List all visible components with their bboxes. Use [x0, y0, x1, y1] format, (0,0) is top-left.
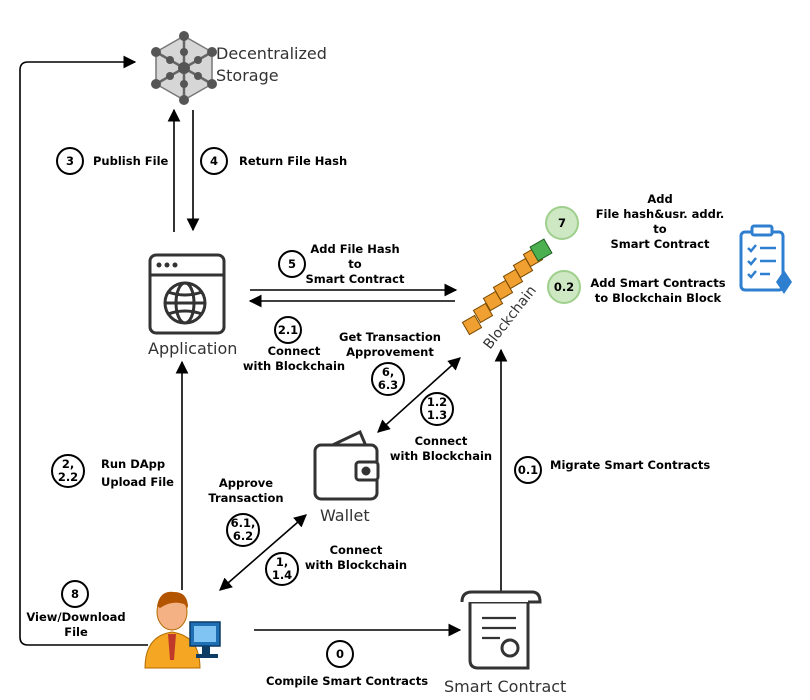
step-num: 0.2	[553, 279, 575, 294]
step-badge-0: 0	[326, 640, 354, 668]
step-num: 2,	[61, 457, 75, 471]
step-num: 1,	[275, 555, 289, 569]
label-line: Connect	[267, 344, 321, 358]
step-num: 2.1	[277, 322, 299, 337]
step-label-publish-file: Publish File	[93, 154, 169, 168]
label-line: Add File Hash	[310, 242, 400, 256]
step-badge-2-2-2: 2, 2.2	[51, 454, 85, 488]
step-label-return-file-hash: Return File Hash	[239, 154, 348, 168]
application-browser-icon	[148, 253, 226, 335]
application-label: Application	[148, 339, 238, 358]
label-line: with Blockchain	[389, 449, 493, 463]
label-line: with Blockchain	[304, 558, 408, 572]
label-line: Add Smart Contracts	[590, 276, 726, 290]
storage-label-line2: Storage	[216, 66, 279, 85]
label-line: Smart Contract	[610, 237, 710, 251]
step-num: 3	[65, 153, 74, 168]
user-icon	[144, 591, 221, 669]
label-line: to Blockchain Block	[594, 291, 722, 305]
step-num: 7	[557, 215, 566, 230]
arrow-user-wallet	[219, 514, 307, 591]
step-badge-0-2: 0.2	[547, 270, 581, 304]
step-num: 5	[287, 256, 296, 271]
label-line: Approvement	[346, 345, 434, 359]
step-num: 4	[209, 153, 218, 168]
step-badge-4: 4	[200, 147, 228, 175]
step-badge-5: 5	[278, 250, 306, 278]
label-line: Transaction	[208, 491, 284, 505]
wallet-icon	[313, 429, 380, 501]
step-num: 6.2	[232, 529, 254, 543]
step-num: 6.1,	[230, 516, 256, 530]
label-line: Approve	[218, 476, 274, 490]
smart-contract-label: Smart Contract	[444, 677, 567, 696]
step-badge-3: 3	[56, 147, 84, 175]
step-num: 0.1	[517, 462, 539, 477]
step-label-connect-blockchain-1: Connect with Blockchain	[302, 543, 410, 573]
step-num: 1.3	[426, 408, 448, 422]
label-line: to	[653, 222, 667, 236]
label-line: File	[64, 625, 88, 639]
arrow-wallet-blockchain	[377, 357, 461, 433]
step-badge-6-1-6-2: 6.1, 6.2	[226, 513, 260, 547]
connectors	[19, 55, 508, 646]
step-badge-1-2-1-3: 1.2 1.3	[420, 392, 454, 426]
storage-label-line1: Decentralized	[216, 44, 327, 63]
step-label-approve-transaction: Approve Transaction	[200, 476, 292, 506]
label-line: Connect	[329, 543, 383, 557]
step-badge-8: 8	[61, 580, 89, 608]
step-label-run-dapp: Run DApp Upload File	[101, 457, 174, 490]
step-label-get-approvement: Get Transaction Approvement	[334, 330, 446, 360]
step-num: 6,	[381, 365, 395, 379]
label-line: Run DApp	[101, 457, 166, 471]
step-num: 1.2	[426, 395, 448, 409]
contract-scroll-icon	[460, 590, 542, 670]
storage-network-icon	[151, 31, 217, 105]
step-num: 8	[70, 586, 79, 601]
step-num: 2.2	[57, 470, 79, 484]
storage-label: Decentralized Storage	[216, 43, 327, 87]
step-badge-2-1: 2.1	[274, 316, 302, 344]
step-label-migrate: Migrate Smart Contracts	[550, 458, 711, 472]
label-line: Connect	[414, 434, 468, 448]
step-badge-0-1: 0.1	[514, 456, 542, 484]
label-line: to	[348, 257, 362, 271]
arrow-user-to-storage	[19, 55, 148, 646]
label-line: Upload File	[101, 475, 174, 489]
label-line: File hash&usr. addr.	[595, 207, 725, 221]
label-line: View/Download	[26, 610, 126, 624]
label-line: with Blockchain	[242, 359, 346, 373]
step-num: 0	[335, 646, 344, 661]
browser-dots	[156, 262, 178, 268]
step-badge-7: 7	[545, 206, 579, 240]
step-label-connect-blockchain-1-2: Connect with Blockchain	[386, 434, 496, 464]
label-line: Get Transaction	[339, 330, 441, 344]
step-label-add-contracts-block: Add Smart Contracts to Blockchain Block	[588, 276, 728, 306]
label-line: Add	[647, 192, 673, 206]
step-label-connect-blockchain-2-1: Connect with Blockchain	[240, 344, 348, 374]
step-label-add-file-hash: Add File Hash to Smart Contract	[303, 242, 407, 287]
smart-contract-clipboard-icon	[739, 224, 792, 294]
blockchain-icon	[461, 238, 553, 336]
step-label-add-file-hash-user: Add File hash&usr. addr. to Smart Contra…	[586, 192, 734, 252]
step-badge-6-6-3: 6, 6.3	[371, 362, 405, 396]
step-num: 1.4	[271, 568, 293, 582]
step-label-compile: Compile Smart Contracts	[266, 674, 429, 688]
label-line: Smart Contract	[305, 272, 405, 286]
wallet-label: Wallet	[320, 506, 370, 525]
step-badge-1-1-4: 1, 1.4	[265, 552, 299, 586]
step-label-view-download: View/Download File	[26, 610, 126, 640]
step-num: 6.3	[377, 378, 399, 392]
